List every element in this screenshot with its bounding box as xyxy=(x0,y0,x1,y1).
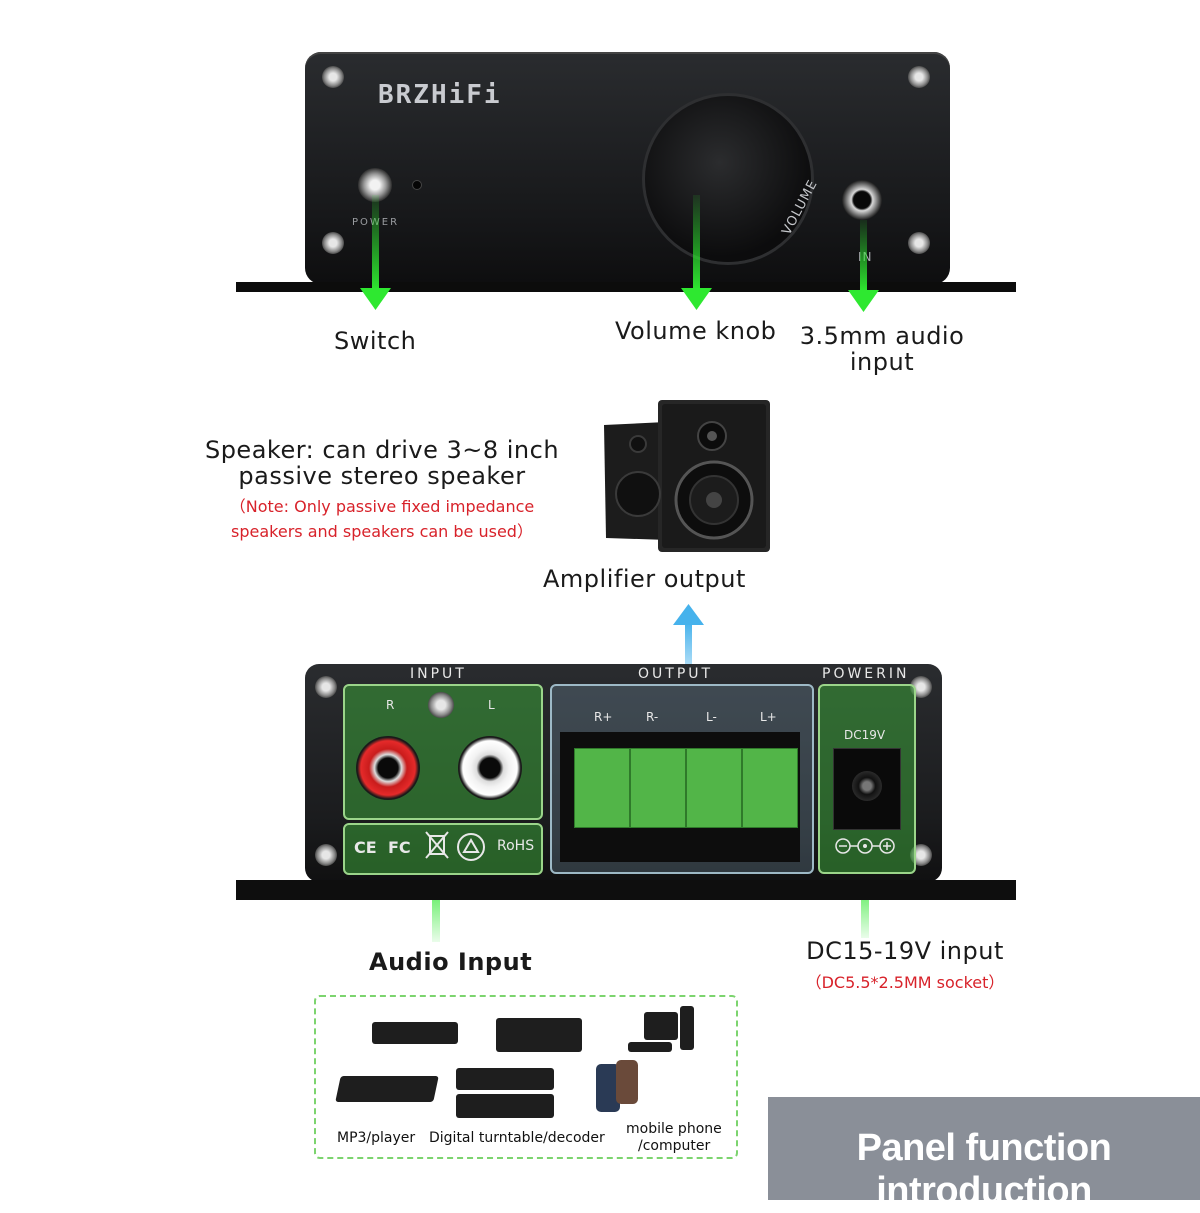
screw-icon xyxy=(908,232,930,254)
mobile-phone-image xyxy=(616,1060,638,1104)
switch-label: Switch xyxy=(334,327,417,355)
polarity-icon xyxy=(835,838,895,854)
volume-knob[interactable] xyxy=(645,96,811,262)
terminal-label-r-minus: R- xyxy=(646,710,659,724)
dc-input-callout: DC15-19V input xyxy=(806,937,1004,965)
brand-logo: BRZHiFi xyxy=(378,80,502,110)
dvd-player-image xyxy=(372,1022,458,1044)
source-label-mp3: MP3/player xyxy=(337,1130,416,1146)
rca-left-jack[interactable] xyxy=(458,736,522,800)
speaker-terminal[interactable] xyxy=(630,748,686,828)
computer-monitor-image xyxy=(644,1012,678,1040)
weee-bin-icon xyxy=(425,831,449,859)
dc-power-socket[interactable] xyxy=(833,748,901,830)
rca-left-label: L xyxy=(488,698,495,712)
recycle-icon xyxy=(457,833,485,861)
speaker-terminal[interactable] xyxy=(574,748,630,828)
amp-output-label: Amplifier output xyxy=(543,565,746,593)
audio-input-callout: Audio Input xyxy=(369,948,533,976)
audio-input-jack[interactable] xyxy=(842,180,882,220)
fcc-mark: FC xyxy=(388,838,411,857)
turntable-decoder-image xyxy=(456,1068,554,1090)
title-banner: Panel function introduction xyxy=(768,1097,1200,1212)
screw-icon xyxy=(322,232,344,254)
back-base xyxy=(236,880,1016,900)
terminal-label-r-plus: R+ xyxy=(594,710,613,724)
speakers-image xyxy=(604,400,770,552)
audio-input-label-1: 3.5mm audio xyxy=(799,322,965,350)
powerin-title: POWERIN xyxy=(822,666,910,682)
speaker-terminal[interactable] xyxy=(742,748,798,828)
source-label-turntable: Digital turntable/decoder xyxy=(429,1130,605,1146)
terminal-label-l-minus: L- xyxy=(706,710,717,724)
speaker-label-2: passive stereo speaker xyxy=(238,462,526,490)
speaker-label-1: Speaker: can drive 3~8 inch xyxy=(204,436,560,464)
decoder-unit-image xyxy=(456,1094,554,1118)
dc-input-note: （DC5.5*2.5MM socket） xyxy=(805,973,1005,992)
output-title: OUTPUT xyxy=(638,666,714,682)
source-label-mobile: mobile phone xyxy=(626,1121,722,1137)
ce-mark: CE xyxy=(354,838,377,857)
audio-input-arrow-icon xyxy=(848,220,879,312)
volume-knob-label: Volume knob xyxy=(615,317,777,345)
blu-ray-player-image xyxy=(335,1076,439,1102)
audio-input-label-2: input xyxy=(849,348,915,376)
ground-screw-icon xyxy=(428,692,454,718)
rca-right-label: R xyxy=(386,698,395,712)
speaker-terminal[interactable] xyxy=(686,748,742,828)
input-title: INPUT xyxy=(410,666,467,682)
rohs-mark: RoHS xyxy=(497,838,535,854)
speaker-note-2: speakers and speakers can be used） xyxy=(231,522,533,541)
banner-title: Panel function introduction xyxy=(856,1127,1112,1212)
power-led-icon xyxy=(412,180,422,190)
screw-icon xyxy=(315,676,337,698)
screw-icon xyxy=(908,66,930,88)
screw-icon xyxy=(322,66,344,88)
speaker-note-1: （Note: Only passive fixed impedance xyxy=(229,497,535,516)
front-base xyxy=(236,282,1016,292)
terminal-label-l-plus: L+ xyxy=(760,710,777,724)
pc-tower-image xyxy=(680,1006,694,1050)
dc-voltage-label: DC19V xyxy=(844,728,886,742)
switch-arrow-icon xyxy=(360,195,391,310)
amplifier-front-panel xyxy=(305,52,950,284)
audio-sources-box xyxy=(314,995,738,1159)
volume-arrow-icon xyxy=(681,195,712,310)
dc-pin-icon xyxy=(852,771,882,801)
source-label-computer: /computer xyxy=(638,1138,711,1154)
screw-icon xyxy=(315,844,337,866)
amp-output-arrow-icon xyxy=(673,604,704,692)
hifi-decoder-image xyxy=(496,1018,582,1052)
rca-right-jack[interactable] xyxy=(356,736,420,800)
keyboard-image xyxy=(628,1042,672,1052)
